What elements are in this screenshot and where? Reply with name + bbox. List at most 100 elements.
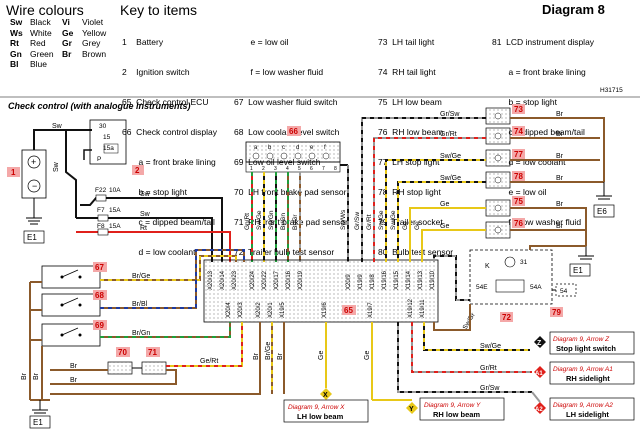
- arrow-ref-box: [549, 331, 635, 355]
- display-pin: 5: [298, 166, 301, 172]
- wire-label: Br: [556, 223, 564, 230]
- colour-name: White: [30, 27, 52, 38]
- fuse-label: F7: [97, 207, 105, 214]
- ecu-pin: X19/12: [408, 298, 414, 318]
- arrow-letter: Y: [409, 406, 414, 413]
- colour-name: Brown: [82, 48, 107, 59]
- relay-label: 54A: [530, 284, 542, 291]
- wire-label: Gr/Sw: [480, 385, 500, 392]
- diagram-label: Diagram 8: [542, 2, 605, 17]
- wire-label: Br: [556, 111, 564, 118]
- ignition-switch: 30 15 15a P: [89, 119, 127, 165]
- item-label: 74: [514, 127, 523, 136]
- colour-name: Yellow: [82, 27, 107, 38]
- ground-symbol: [26, 198, 42, 225]
- wire-label: Br: [556, 131, 564, 138]
- oil-level-switch: [41, 323, 101, 347]
- wire-label: Ge: [402, 221, 409, 230]
- key-entry: c = dipped beam/tail: [122, 217, 215, 227]
- display-lamps: [252, 152, 330, 160]
- colour-name: Green: [30, 48, 54, 59]
- wire-label: Sw/Ge: [440, 175, 461, 182]
- wire-label: Ge: [440, 201, 449, 208]
- lights-right: [485, 107, 511, 239]
- fuse-rating: 15A: [109, 207, 121, 214]
- arrow-label: LH sidelight: [566, 410, 609, 419]
- key-entry: e = low oil: [492, 187, 547, 197]
- arrow-letter: A2: [535, 407, 543, 413]
- display-letter: e: [310, 145, 314, 151]
- wire-label: Sw: [140, 191, 151, 198]
- key-entry: d = low coolant: [492, 157, 566, 167]
- relay-label: 54: [560, 288, 568, 295]
- key-entry: a = front brake lining: [122, 157, 216, 167]
- item-box: [512, 218, 525, 228]
- wire-label: Br: [70, 377, 78, 384]
- display-letter: d: [296, 145, 299, 151]
- arrow-ref: Diagram 9, Arrow X: [288, 404, 345, 411]
- item-box: [550, 307, 563, 317]
- fuse-rating: 15A: [109, 223, 121, 230]
- key-entry: 1 Battery: [122, 37, 164, 47]
- washer-fluid-switch: [41, 265, 101, 289]
- item-label: 72: [502, 313, 511, 322]
- item-box: [287, 126, 301, 136]
- arrow-ref-box: [419, 397, 505, 421]
- colour-code: Br: [62, 48, 72, 59]
- key-entry: 70 LH front brake pad sensor: [234, 187, 347, 197]
- wire-label: Sw/Ws: [340, 209, 347, 230]
- wire-label: Br: [277, 352, 284, 360]
- colour-code: Ws: [10, 27, 23, 38]
- terminal-label: P: [97, 156, 101, 163]
- ecu-pin: X20/9: [346, 274, 352, 290]
- key-entry: 81 LCD instrument display: [492, 37, 595, 47]
- wire-label: Rt: [140, 225, 147, 232]
- item-box: [500, 312, 513, 322]
- display-pin: 1: [250, 166, 253, 172]
- colour-code: Vi: [62, 17, 70, 27]
- key-entry: 73 LH tail light: [378, 37, 435, 47]
- item-box: [146, 347, 160, 357]
- ecu-pin: X19/15: [394, 270, 400, 290]
- arrow-label: RH sidelight: [566, 374, 610, 383]
- colour-code: Ge: [62, 27, 74, 38]
- key-entry: b = stop light: [492, 97, 557, 107]
- wire-label: Br: [556, 201, 564, 208]
- ecu-pin: X19/8: [370, 274, 376, 290]
- wire-label: Sw/Ge: [256, 210, 263, 230]
- terminal-label: 15a: [103, 145, 114, 152]
- ground-symbol: [578, 246, 594, 260]
- key-entry: 79 Trailer socket: [378, 217, 443, 227]
- ecu-pin: X20/19: [298, 270, 304, 290]
- arrow-label: Stop light switch: [556, 344, 616, 353]
- key-entry: 68 Low coolant level switch: [234, 127, 340, 137]
- ecu-pin: X20/22: [262, 270, 268, 290]
- terminal-label: 30: [99, 123, 107, 130]
- arrow-ref: Diagram 9, Arrow A1: [553, 366, 613, 373]
- ecu-top-pins: X20/13 X20/14 X20/23 X20/24 X20/22 X20/1…: [208, 270, 436, 290]
- ground-label-box: [569, 263, 591, 277]
- item-label: 69: [95, 321, 104, 330]
- arrow-ref-box: [549, 397, 635, 421]
- key-list-1: 1 Battery 2 Ignition switch 65 Check con…: [122, 17, 217, 267]
- display-pin: 7: [322, 166, 325, 172]
- fuse: F8 15A: [97, 223, 121, 236]
- coolant-level-switch: [41, 293, 101, 317]
- item-label: 76: [514, 219, 523, 228]
- arrow-ref: Diagram 9, Arrow Y: [424, 402, 481, 409]
- item-box: [512, 149, 525, 159]
- wire-label: Ge: [440, 223, 449, 230]
- ecu-pin: X20/17: [274, 270, 280, 290]
- key-entry: 75 LH low beam: [378, 97, 442, 107]
- ground-label-box: [23, 230, 45, 244]
- ecu-pin: X19/13: [418, 270, 424, 290]
- key-entry: 80 Bulb test sensor: [378, 247, 454, 257]
- display-letter: a: [254, 145, 258, 151]
- ground-label: E1: [27, 233, 37, 242]
- arrow-marker: [534, 366, 546, 378]
- item-label: 67: [95, 263, 104, 272]
- ecu-pin: X19/11: [420, 299, 426, 318]
- item-box: [342, 305, 356, 315]
- colour-code: Gn: [10, 48, 22, 59]
- wire-label: Gn/Rt: [244, 213, 251, 230]
